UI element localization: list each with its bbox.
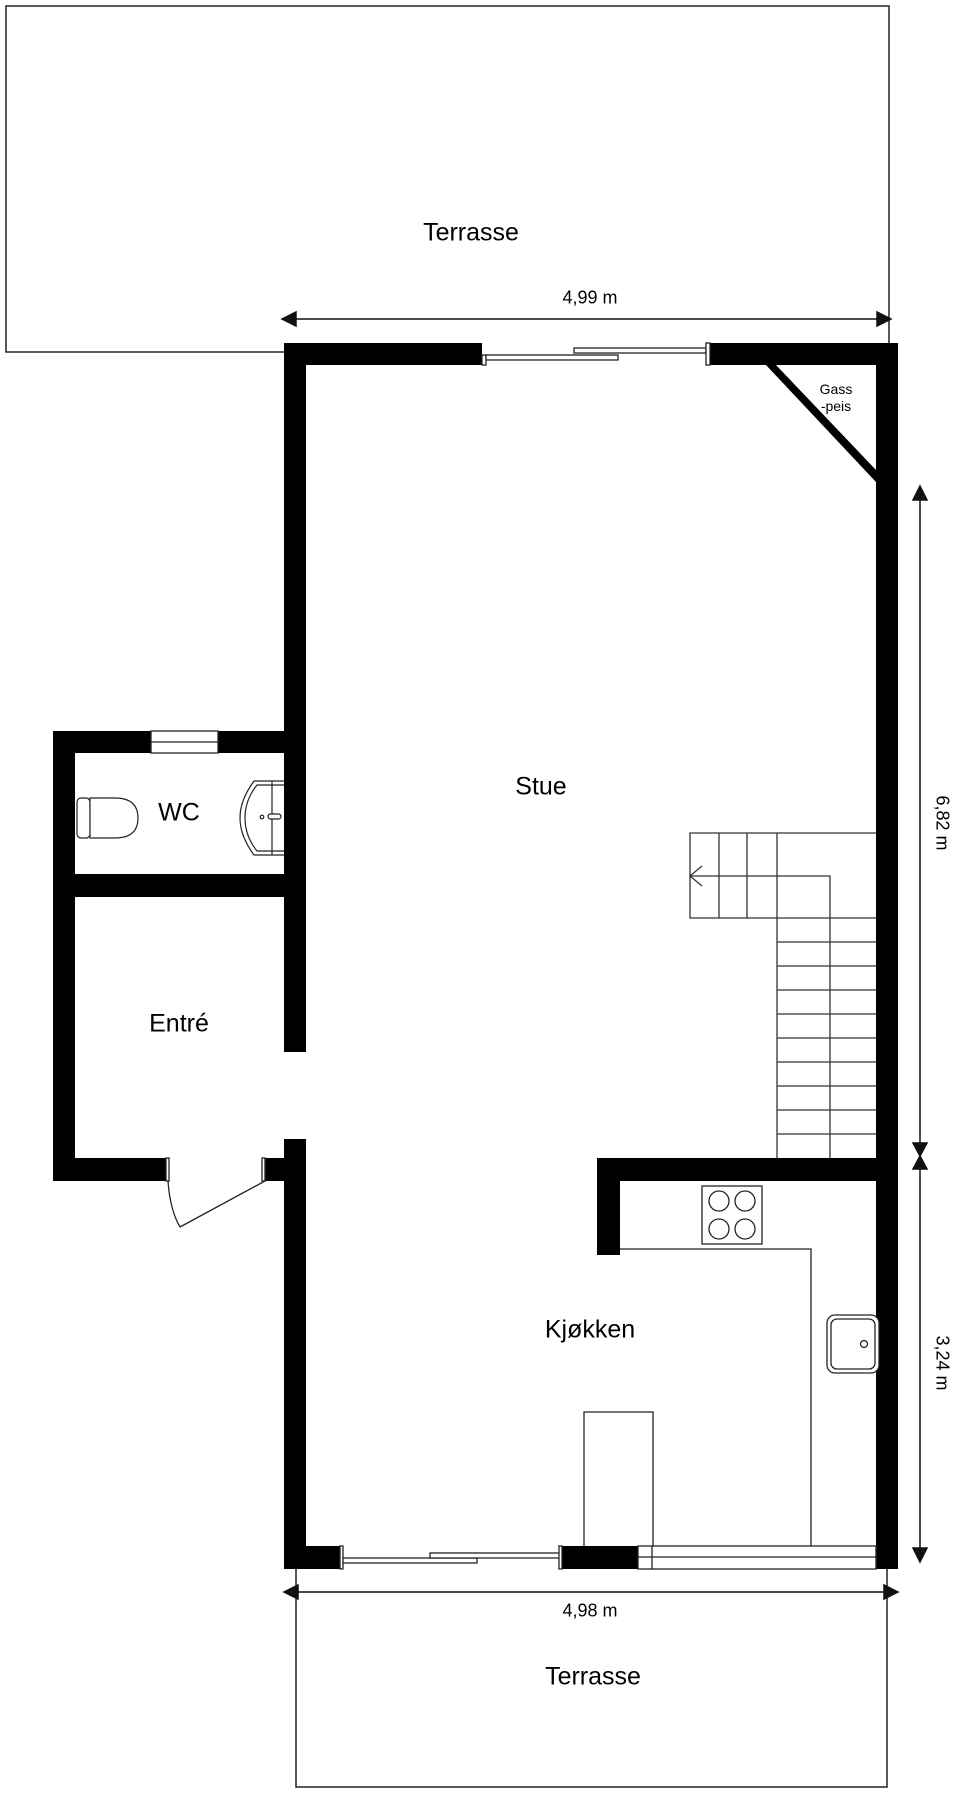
room-label-terrasse-top: Terrasse xyxy=(423,218,519,247)
dimension-right-upper: 6,82 m xyxy=(932,795,953,851)
wc-window xyxy=(150,730,219,754)
sink-wc-icon xyxy=(239,780,284,856)
gas-fireplace-line1: Gass xyxy=(819,381,853,397)
room-label-terrasse-bottom: Terrasse xyxy=(545,1662,641,1691)
stove-icon xyxy=(701,1185,763,1245)
sliding-door-bottom xyxy=(339,1545,563,1570)
dimension-lines xyxy=(280,310,929,1601)
staircase xyxy=(688,832,876,1158)
room-label-entre: Entré xyxy=(149,1009,209,1038)
kitchen-island xyxy=(583,1411,654,1546)
gas-fireplace-line2: -peis xyxy=(820,398,852,414)
walls xyxy=(53,343,898,1569)
terrace-top-outline xyxy=(5,5,890,353)
room-label-kjokken: Kjøkken xyxy=(544,1315,636,1344)
toilet-icon xyxy=(76,797,139,839)
gas-fireplace-label: Gass -peis xyxy=(820,381,853,415)
kitchen-counter xyxy=(620,1248,812,1546)
room-label-stue: Stue xyxy=(515,772,567,801)
dimension-right-lower: 3,24 m xyxy=(932,1335,953,1391)
kitchen-sink-icon xyxy=(826,1314,880,1374)
sliding-door-top xyxy=(481,342,711,366)
entry-door xyxy=(165,1157,266,1228)
dimension-bottom-width: 4,98 m xyxy=(562,1600,618,1621)
room-label-wc: WC xyxy=(158,798,200,827)
dimension-top-width: 4,99 m xyxy=(562,287,618,308)
bottom-window xyxy=(637,1545,877,1570)
terrace-bottom-outline xyxy=(295,1569,888,1788)
